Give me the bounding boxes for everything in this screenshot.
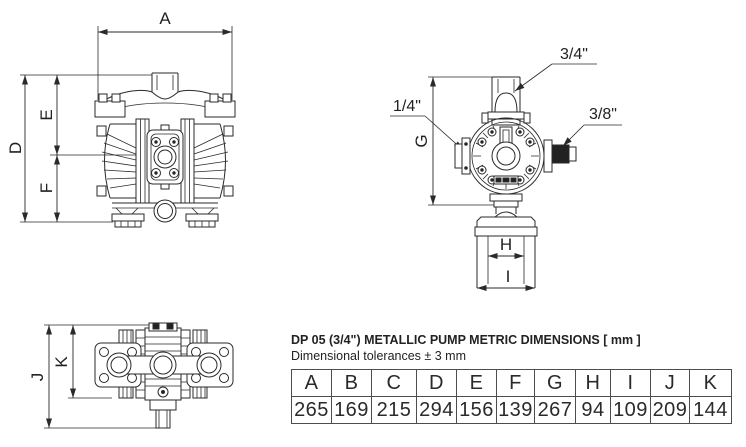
dim-letter-cell: G xyxy=(534,369,576,397)
port-right-label: 3/8" xyxy=(589,106,617,123)
dim-value-cell: 156 xyxy=(456,396,497,424)
dim-h: H xyxy=(488,235,524,259)
dim-value-cell: 267 xyxy=(534,396,576,424)
dim-i-label: I xyxy=(506,267,511,286)
dim-e-label: E xyxy=(37,109,56,120)
dim-letter-cell: C xyxy=(371,369,417,397)
dim-value-cell: 265 xyxy=(291,396,332,424)
front-view-drawing: A D E F xyxy=(6,9,236,228)
spec-block: DP 05 (3/4") METALLIC PUMP METRIC DIMENS… xyxy=(291,332,743,424)
pump-side-body xyxy=(454,76,577,288)
dim-value-cell: 209 xyxy=(650,396,690,424)
port-labels: 3/4" 1/4" 3/8" xyxy=(390,46,622,151)
dim-d-label: D xyxy=(6,142,25,154)
dim-g-label: G xyxy=(412,134,431,147)
dim-f-label: F xyxy=(37,183,56,193)
dim-value-cell: 139 xyxy=(496,396,535,424)
dim-a: A xyxy=(97,9,233,100)
side-view-drawing: G 3/4" 1/4" 3/8" xyxy=(390,46,622,291)
dim-value-cell: 94 xyxy=(575,396,611,424)
dim-value-cell: 109 xyxy=(610,396,651,424)
dim-h-label: H xyxy=(500,235,512,254)
port-top-label: 3/4" xyxy=(560,46,588,63)
pump-front-body xyxy=(94,72,236,228)
dim-letter-cell: E xyxy=(456,369,497,397)
table-header-row: A B C D E F G H I J K xyxy=(291,369,732,397)
dim-letter-cell: J xyxy=(650,369,690,397)
dim-jk: J K xyxy=(28,324,165,429)
dim-letter-cell: I xyxy=(610,369,651,397)
dim-letter-cell: D xyxy=(416,369,457,397)
dim-value-cell: 215 xyxy=(371,396,417,424)
dim-letter-cell: K xyxy=(689,369,732,397)
dim-value-cell: 144 xyxy=(689,396,732,424)
table-value-row: 265 169 215 294 156 139 267 94 109 209 1… xyxy=(291,396,732,424)
dim-g: G xyxy=(412,76,499,206)
dim-letter-cell: B xyxy=(331,369,372,397)
dimensions-table: A B C D E F G H I J K 265 169 215 294 15… xyxy=(291,369,732,424)
top-view-drawing: J K xyxy=(28,322,234,429)
dim-value-cell: 294 xyxy=(416,396,457,424)
dim-letter-cell: A xyxy=(291,369,332,397)
dim-letter-cell: H xyxy=(575,369,611,397)
dim-def: D E F xyxy=(6,74,163,223)
tolerance-note: Dimensional tolerances ± 3 mm xyxy=(291,349,466,363)
dim-a-label: A xyxy=(159,9,171,28)
spec-title: DP 05 (3/4") METALLIC PUMP METRIC DIMENS… xyxy=(291,333,641,347)
port-left-label: 1/4" xyxy=(393,98,421,115)
dim-j-label: J xyxy=(28,373,47,382)
dim-letter-cell: F xyxy=(496,369,535,397)
pump-top-body xyxy=(94,322,234,429)
dim-value-cell: 169 xyxy=(331,396,372,424)
dim-k-label: K xyxy=(52,356,71,368)
dim-i: I xyxy=(477,267,535,291)
